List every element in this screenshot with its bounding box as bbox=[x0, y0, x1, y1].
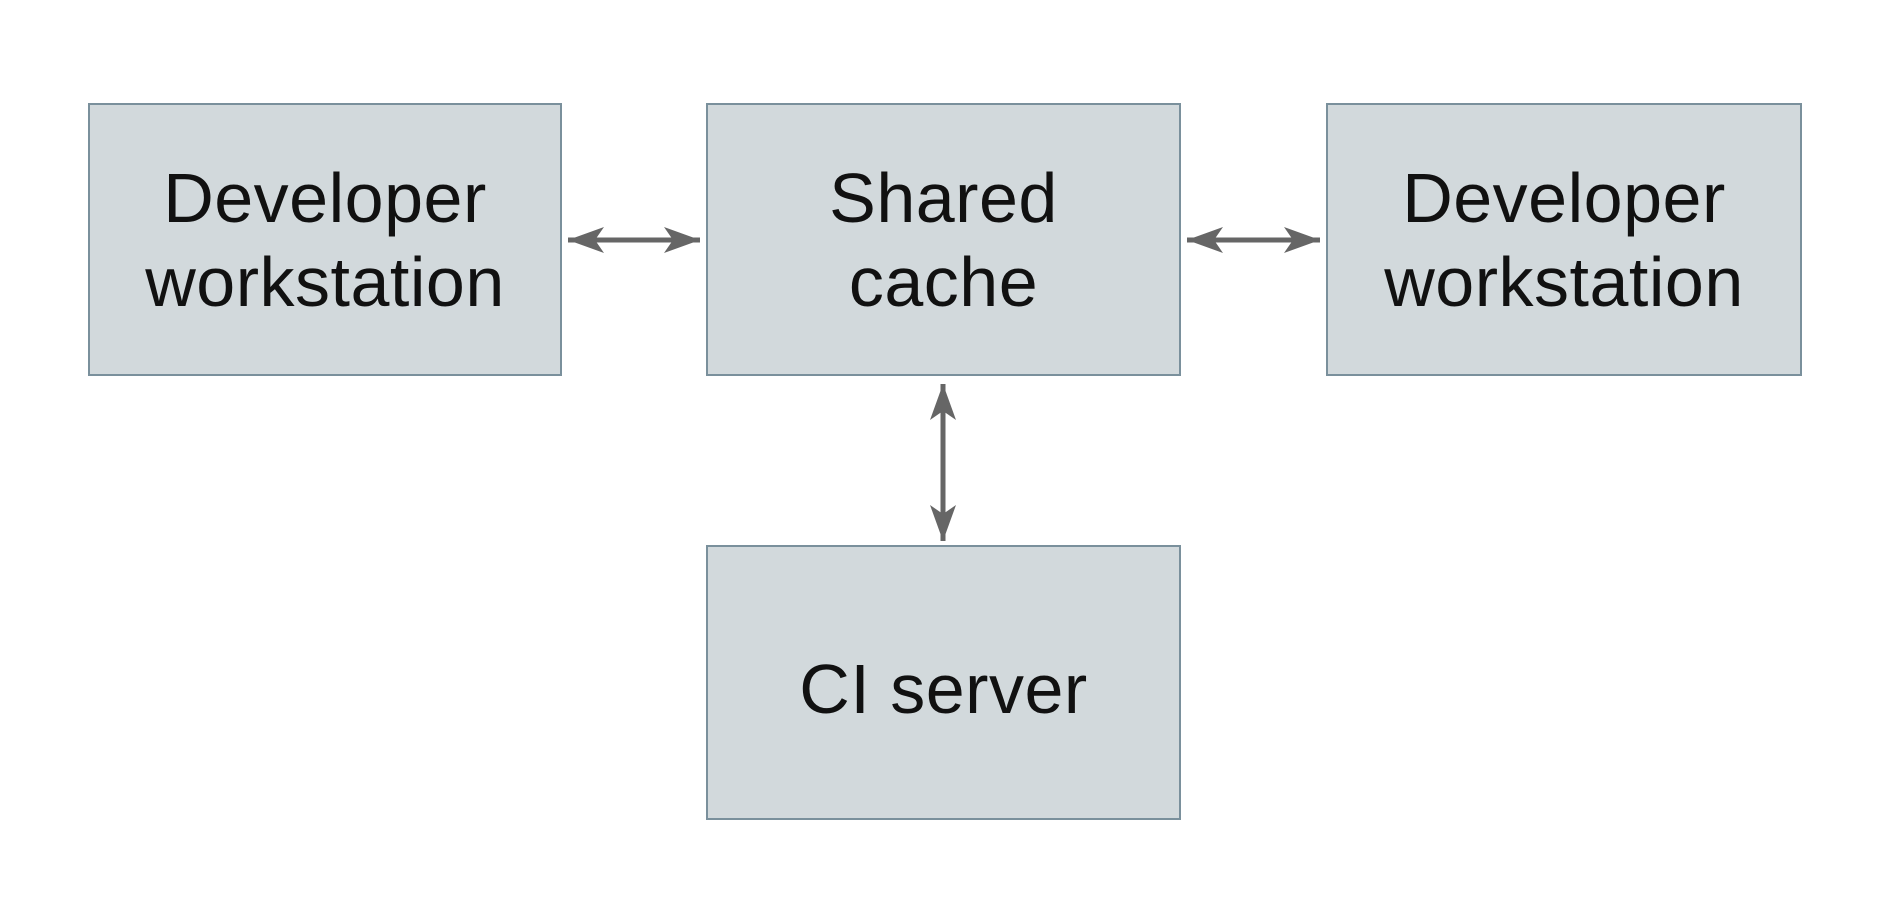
node-label: CI server bbox=[799, 649, 1088, 728]
node-label: Developer workstation bbox=[1384, 158, 1744, 321]
node-ci-server: CI server bbox=[706, 545, 1181, 820]
node-label: Developer workstation bbox=[145, 158, 505, 321]
node-developer-workstation-right: Developer workstation bbox=[1326, 103, 1802, 376]
node-shared-cache: Shared cache bbox=[706, 103, 1181, 376]
node-developer-workstation-left: Developer workstation bbox=[88, 103, 562, 376]
node-label: Shared cache bbox=[829, 158, 1058, 321]
